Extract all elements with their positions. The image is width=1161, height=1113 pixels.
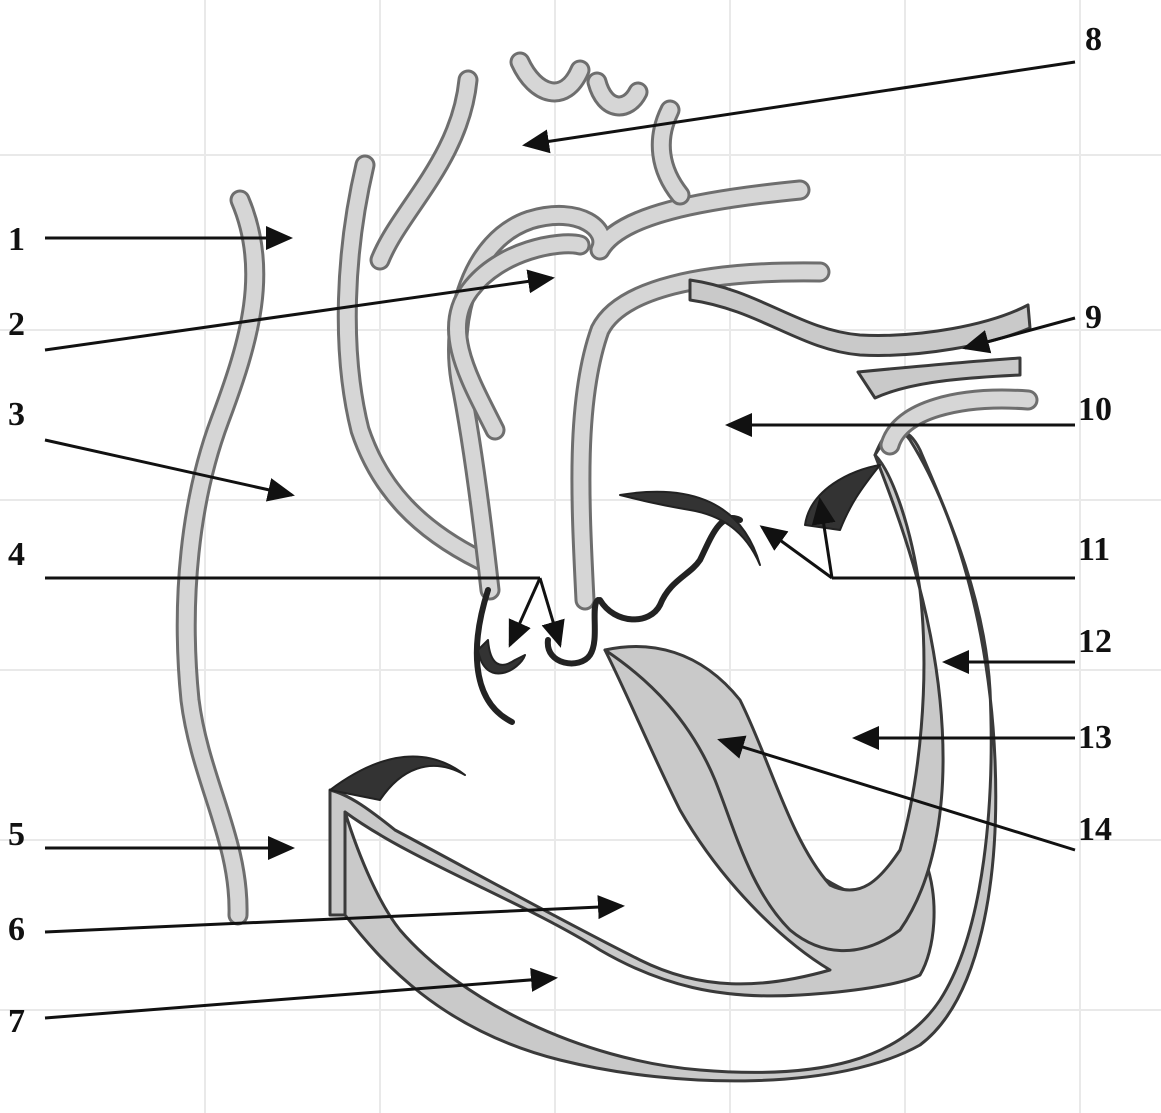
- label-11: 11: [1078, 531, 1110, 568]
- label-3: 3: [8, 396, 25, 433]
- label-10: 10: [1078, 391, 1112, 428]
- label-2: 2: [8, 306, 25, 343]
- aortic-valve: [600, 518, 740, 619]
- label-8: 8: [1085, 21, 1102, 58]
- label-1: 1: [8, 221, 25, 258]
- aortic-valve-leaflet: [620, 492, 760, 565]
- av-valve-lower: [330, 756, 465, 800]
- leader-4-arrow-a: [510, 578, 540, 645]
- label-14: 14: [1078, 811, 1112, 848]
- label-12: 12: [1078, 623, 1112, 660]
- label-4: 4: [8, 536, 25, 573]
- leader-3: [45, 440, 292, 495]
- tricuspid-valve-cusp: [478, 640, 525, 673]
- label-13: 13: [1078, 719, 1112, 756]
- label-9: 9: [1085, 299, 1102, 336]
- leader-2: [45, 278, 552, 350]
- label-7: 7: [8, 1003, 25, 1040]
- leader-4-arrow-b: [540, 578, 560, 645]
- label-6: 6: [8, 911, 25, 948]
- mitral-valve-leaflet: [805, 465, 880, 530]
- vessels: [186, 62, 1030, 915]
- number-labels: 1 2 3 4 5 6 7 8 9 10 11 12 13 14: [8, 21, 1112, 1040]
- leader-11-arrow-a: [762, 527, 832, 578]
- label-5: 5: [8, 816, 25, 853]
